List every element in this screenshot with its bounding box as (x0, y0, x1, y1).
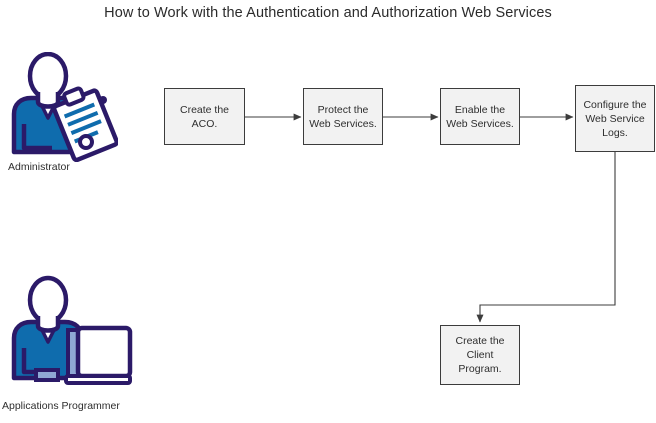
flow-node-label: Create the Client Program. (455, 335, 505, 375)
actor-applications-programmer (8, 272, 138, 392)
person-at-computer-icon (11, 275, 133, 385)
flow-node-create-client-program[interactable]: Create the Client Program. (440, 325, 520, 385)
page-title: How to Work with the Authentication and … (104, 5, 552, 21)
edge-configure-to-client (476, 152, 616, 323)
flow-node-protect-web-services[interactable]: Protect the Web Services. (303, 88, 383, 145)
person-with-clipboard-icon (11, 51, 119, 163)
flow-node-enable-web-services[interactable]: Enable the Web Services. (440, 88, 520, 145)
actor-administrator (8, 51, 119, 163)
flow-node-configure-web-service-logs[interactable]: Configure the Web Service Logs. (575, 85, 655, 152)
flow-node-label: Enable the Web Services. (446, 103, 514, 130)
actor-applications-programmer-label: Applications Programmer (2, 400, 120, 412)
actor-administrator-label: Administrator (8, 161, 70, 173)
flow-node-label: Configure the Web Service Logs. (583, 98, 647, 139)
flow-node-label: Create the ACO. (179, 103, 230, 130)
flow-node-create-aco[interactable]: Create the ACO. (164, 88, 245, 145)
flow-node-label: Protect the Web Services. (309, 103, 377, 130)
